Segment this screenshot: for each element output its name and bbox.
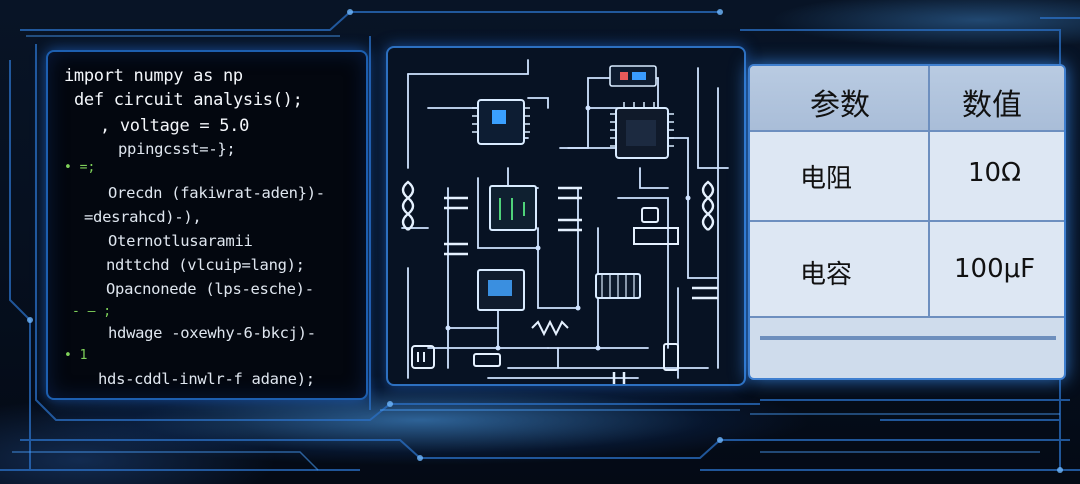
ic-chip-icon [489, 185, 537, 231]
inductor-icon [701, 180, 715, 231]
code-line: import numpy as np [64, 66, 243, 86]
header-parameter: 参数 [810, 88, 870, 123]
ic-chip-icon [477, 269, 525, 311]
row-label-resistance: 电阻 [800, 164, 853, 194]
code-line: hds-cddl-inwlr-f adane); [98, 370, 315, 388]
circuit-diagram [401, 59, 729, 384]
circuit-panel [386, 46, 746, 386]
connector-icon [595, 273, 641, 299]
ic-chip-icon [610, 102, 674, 159]
code-line: =desrahcd)-), [84, 208, 202, 226]
inductor-icon [401, 180, 415, 231]
code-panel: import numpy as np def circuit analysis(… [46, 50, 368, 400]
table-row [750, 132, 1064, 222]
code-line: ndttchd (vlcuip=lang); [106, 256, 305, 274]
code-line: , voltage = 5.0 [100, 116, 250, 136]
column-divider [928, 66, 930, 316]
header-value: 数值 [962, 88, 1022, 123]
table-row [750, 222, 1064, 318]
code-marker: - — ; [72, 304, 112, 319]
row-label-capacitance: 电容 [800, 260, 853, 290]
code-marker: • 1 [64, 348, 88, 363]
transistor-icon [411, 207, 679, 369]
code-line: def circuit analysis(); [74, 90, 303, 110]
code-marker: • =; [64, 160, 96, 175]
code-line: Orecdn (fakiwrat-aden})- [108, 184, 325, 202]
table-footer-bar [760, 336, 1056, 340]
row-value-capacitance: 100μF [954, 254, 1036, 284]
resistor-icon [473, 319, 679, 371]
chip-icon [609, 65, 657, 87]
capacitor-icon [444, 186, 718, 384]
parameter-table: 参数 数值 电阻 10Ω 电容 100μF [748, 64, 1066, 380]
code-line: ppingcsst=-}; [118, 140, 236, 158]
code-line: Opacnonede (lps-esche)- [106, 280, 314, 298]
code-line: Oternotlusaramii [108, 232, 253, 250]
table-header [750, 66, 1064, 132]
row-value-resistance: 10Ω [968, 158, 1021, 188]
ic-chip-icon [472, 99, 530, 145]
code-line: hdwage -oxewhy-6-bkcj)- [108, 324, 316, 342]
